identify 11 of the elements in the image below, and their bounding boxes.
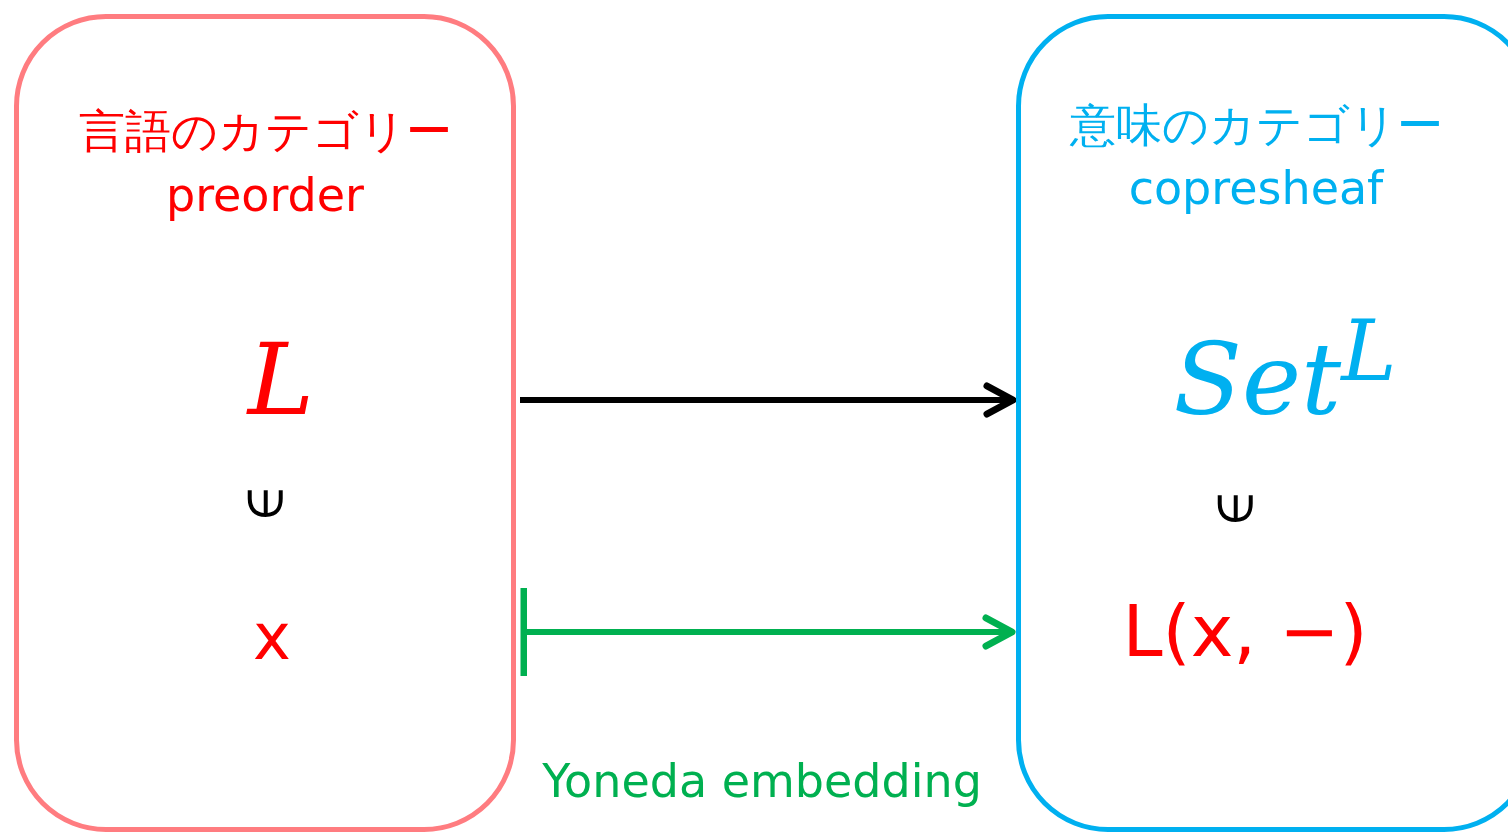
math-symbol: x	[252, 605, 292, 669]
box-title: 言語のカテゴリー	[77, 108, 453, 154]
math-expression: Set$^{L}$	[1172, 310, 1398, 431]
element-of-symbol: ⟒	[1214, 475, 1256, 531]
category-box	[14, 14, 516, 832]
math-expression: L(x, −)	[1121, 595, 1369, 667]
element-of-symbol: ⟒	[244, 470, 286, 526]
box-title: 意味のカテゴリー	[1068, 102, 1444, 148]
arrow	[520, 382, 1017, 418]
category-box	[1016, 14, 1508, 832]
math-symbol: L	[245, 330, 316, 430]
